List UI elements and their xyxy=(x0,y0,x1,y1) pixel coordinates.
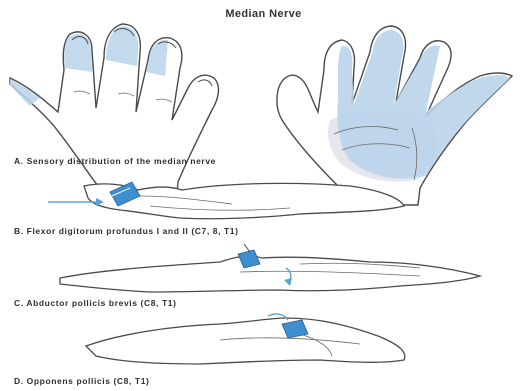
panel-c-illustration xyxy=(60,244,480,292)
caption-b: B. Flexor digitorum profundus I and II (… xyxy=(14,226,239,236)
panel-c-thumb-tip xyxy=(244,244,250,252)
panel-d-hand-outline xyxy=(86,318,405,364)
caption-d: D. Opponens pollicis (C8, T1) xyxy=(14,376,149,386)
left-hand-dorsal xyxy=(10,24,218,205)
panel-a-hands xyxy=(10,24,512,205)
panel-d-illustration xyxy=(86,314,405,364)
caption-a: A. Sensory distribution of the median ne… xyxy=(14,156,216,166)
panel-c-hand-outline xyxy=(60,256,480,292)
right-hand-palmar xyxy=(277,26,512,205)
caption-c: C. Abductor pollicis brevis (C8, T1) xyxy=(14,298,177,308)
panel-b-illustration xyxy=(48,182,404,219)
